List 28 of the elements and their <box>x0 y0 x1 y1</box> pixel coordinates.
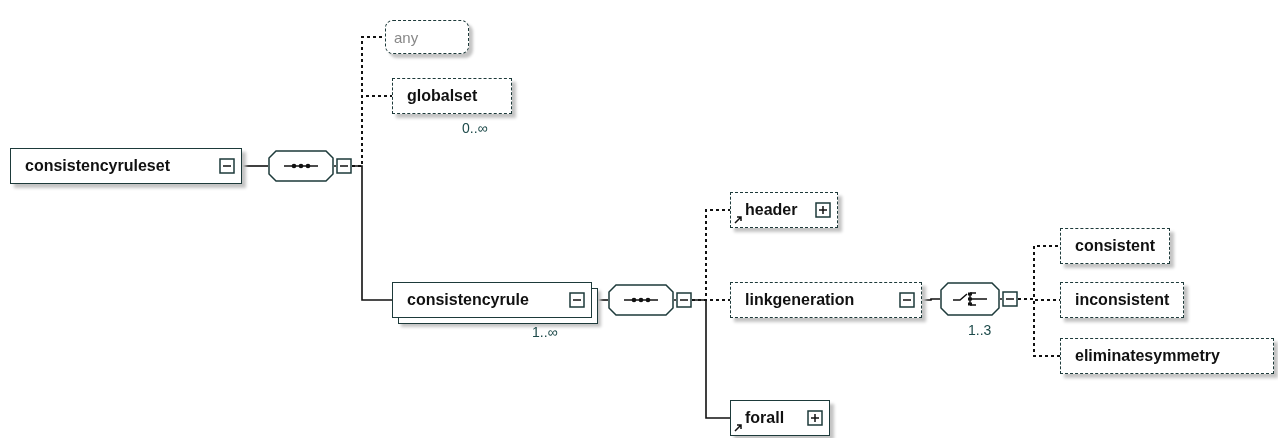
wildcard-box <box>385 20 469 54</box>
multiplicity-label: 0..∞ <box>462 120 488 136</box>
connector <box>921 298 941 301</box>
element-box <box>730 282 922 318</box>
element-name: inconsistent <box>1075 291 1171 309</box>
sequence-compositor <box>268 150 352 182</box>
element-box <box>730 192 838 228</box>
element-name: consistent <box>1075 237 1156 255</box>
multiplicity-label: 1..∞ <box>532 324 558 340</box>
connector <box>241 165 269 167</box>
element-name: linkgeneration <box>745 291 856 309</box>
element-box <box>1060 338 1274 374</box>
element-name: globalset <box>407 87 479 105</box>
element-box <box>392 78 512 114</box>
element-name: consistencyruleset <box>25 157 171 175</box>
element-box <box>730 400 830 436</box>
element-box <box>1060 228 1170 264</box>
multiplicity-label: 1..3 <box>968 322 992 338</box>
dashed-connector <box>1017 298 1061 357</box>
element-box <box>1060 282 1184 318</box>
sequence-compositor <box>608 284 692 316</box>
element-box <box>10 148 242 184</box>
element-name: forall <box>745 409 786 427</box>
element-name: header <box>745 201 799 219</box>
element-name: consistencyrule <box>407 291 530 309</box>
element-name: eliminatesymmetry <box>1075 347 1221 365</box>
choice-compositor <box>940 282 1018 316</box>
wildcard-label: any <box>394 28 420 46</box>
